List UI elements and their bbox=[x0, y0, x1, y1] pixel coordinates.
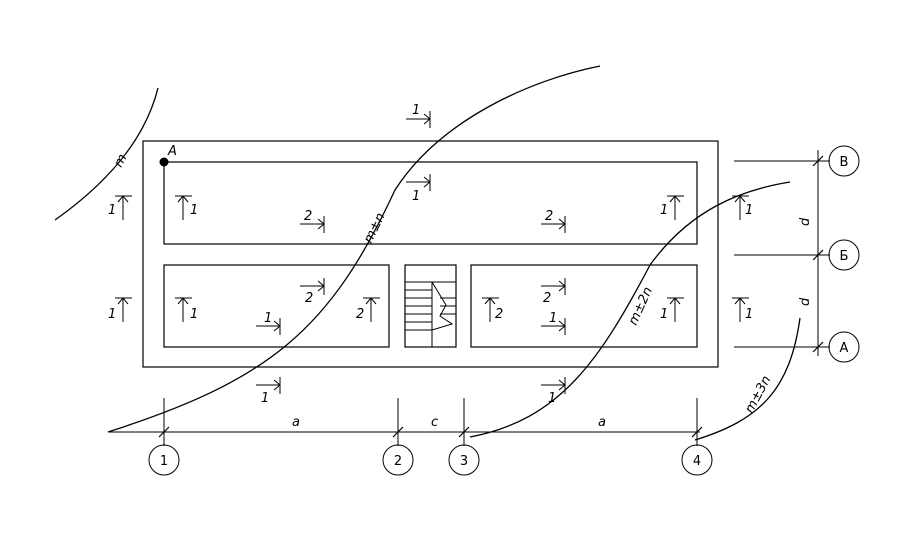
svg-text:2: 2 bbox=[305, 291, 313, 306]
arrow-mark-h: 2 bbox=[300, 278, 325, 306]
dim-a-right: a bbox=[598, 415, 606, 430]
axis-bubble-1 bbox=[148, 444, 180, 476]
svg-text:1: 1 bbox=[745, 203, 753, 218]
svg-text:1: 1 bbox=[549, 311, 557, 326]
axis-bubble-a bbox=[828, 331, 860, 363]
svg-text:1: 1 bbox=[412, 189, 420, 204]
axis-bubble-4 bbox=[681, 444, 713, 476]
room-right bbox=[470, 264, 698, 348]
arrow-mark-v: 2 bbox=[482, 297, 503, 322]
axis-label-4: 4 bbox=[693, 454, 701, 469]
isoline-m-n bbox=[107, 65, 601, 433]
vertical-arrow-marks: 1 1 1 1 1 1 2 2 bbox=[108, 195, 753, 322]
vertical-dimensions: d d bbox=[734, 150, 830, 356]
column-axes: 1 2 3 4 bbox=[148, 444, 713, 476]
arrow-mark-v: 1 bbox=[175, 297, 198, 322]
svg-text:2: 2 bbox=[543, 291, 551, 306]
room-left bbox=[163, 264, 390, 348]
svg-text:1: 1 bbox=[660, 307, 668, 322]
point-a-label: А bbox=[167, 144, 177, 159]
axis-label-v: В bbox=[840, 155, 849, 170]
dim-c: c bbox=[431, 415, 438, 430]
arrow-mark-v: 1 bbox=[175, 195, 198, 220]
svg-text:1: 1 bbox=[190, 203, 198, 218]
svg-text:2: 2 bbox=[356, 307, 364, 322]
arrow-mark-h: 2 bbox=[300, 209, 325, 233]
isoline-m bbox=[54, 87, 159, 221]
isoline-m-2n bbox=[469, 181, 791, 438]
arrow-mark-v: 2 bbox=[356, 297, 380, 322]
arrow-mark-v: 1 bbox=[732, 297, 753, 322]
outer-wall bbox=[142, 140, 719, 368]
horizontal-dimensions: a c a bbox=[108, 398, 703, 446]
axis-label-a: А bbox=[840, 341, 849, 356]
arrow-mark-v: 1 bbox=[108, 195, 132, 220]
isolines: m m±n m±2n m±3n bbox=[54, 65, 801, 441]
arrow-mark-h: 1 bbox=[256, 377, 281, 406]
svg-text:1: 1 bbox=[108, 307, 116, 322]
horizontal-arrow-marks: 1 1 2 2 2 2 1 1 bbox=[256, 103, 566, 406]
arrow-mark-v: 1 bbox=[660, 297, 684, 322]
svg-text:1: 1 bbox=[261, 391, 269, 406]
axis-label-b: Б bbox=[840, 249, 849, 264]
isoline-m-2n-label: m±2n bbox=[626, 285, 656, 328]
axis-label-2: 2 bbox=[394, 454, 402, 469]
isoline-m-n-label: m±n bbox=[361, 211, 388, 246]
dim-d-upper: d bbox=[798, 217, 813, 226]
svg-text:1: 1 bbox=[190, 307, 198, 322]
arrow-mark-h: 1 bbox=[541, 377, 566, 406]
arrow-mark-h: 1 bbox=[406, 103, 431, 128]
dim-d-lower: d bbox=[798, 297, 813, 306]
upper-corridor bbox=[163, 161, 698, 245]
arrow-mark-h: 2 bbox=[541, 278, 566, 306]
axis-bubble-b bbox=[828, 239, 860, 271]
staircase bbox=[405, 281, 456, 347]
dim-a-left: a bbox=[292, 415, 300, 430]
svg-text:1: 1 bbox=[660, 203, 668, 218]
axis-bubble-2 bbox=[382, 444, 414, 476]
axis-bubble-3 bbox=[448, 444, 480, 476]
svg-text:2: 2 bbox=[495, 307, 503, 322]
svg-text:2: 2 bbox=[545, 209, 553, 224]
arrow-mark-v: 1 bbox=[660, 195, 684, 220]
isoline-m-3n bbox=[694, 317, 801, 441]
svg-text:1: 1 bbox=[745, 307, 753, 322]
arrow-mark-h: 1 bbox=[541, 311, 566, 335]
isoline-m-3n-label: m±3n bbox=[742, 373, 774, 415]
svg-text:1: 1 bbox=[108, 203, 116, 218]
axis-label-1: 1 bbox=[160, 454, 168, 469]
svg-text:1: 1 bbox=[548, 391, 556, 406]
point-a-marker bbox=[159, 157, 169, 167]
arrow-mark-v: 1 bbox=[108, 297, 132, 322]
row-axes: В Б А bbox=[828, 145, 860, 363]
isoline-m-label: m bbox=[111, 152, 130, 170]
axis-bubble-v bbox=[828, 145, 860, 177]
arrow-mark-h: 1 bbox=[406, 174, 431, 204]
arrow-mark-h: 1 bbox=[256, 311, 281, 335]
arrow-mark-v: 1 bbox=[732, 195, 753, 220]
axis-label-3: 3 bbox=[460, 454, 468, 469]
arrow-mark-h: 2 bbox=[541, 209, 566, 233]
svg-text:2: 2 bbox=[304, 209, 312, 224]
svg-text:1: 1 bbox=[412, 103, 420, 118]
svg-text:1: 1 bbox=[264, 311, 272, 326]
